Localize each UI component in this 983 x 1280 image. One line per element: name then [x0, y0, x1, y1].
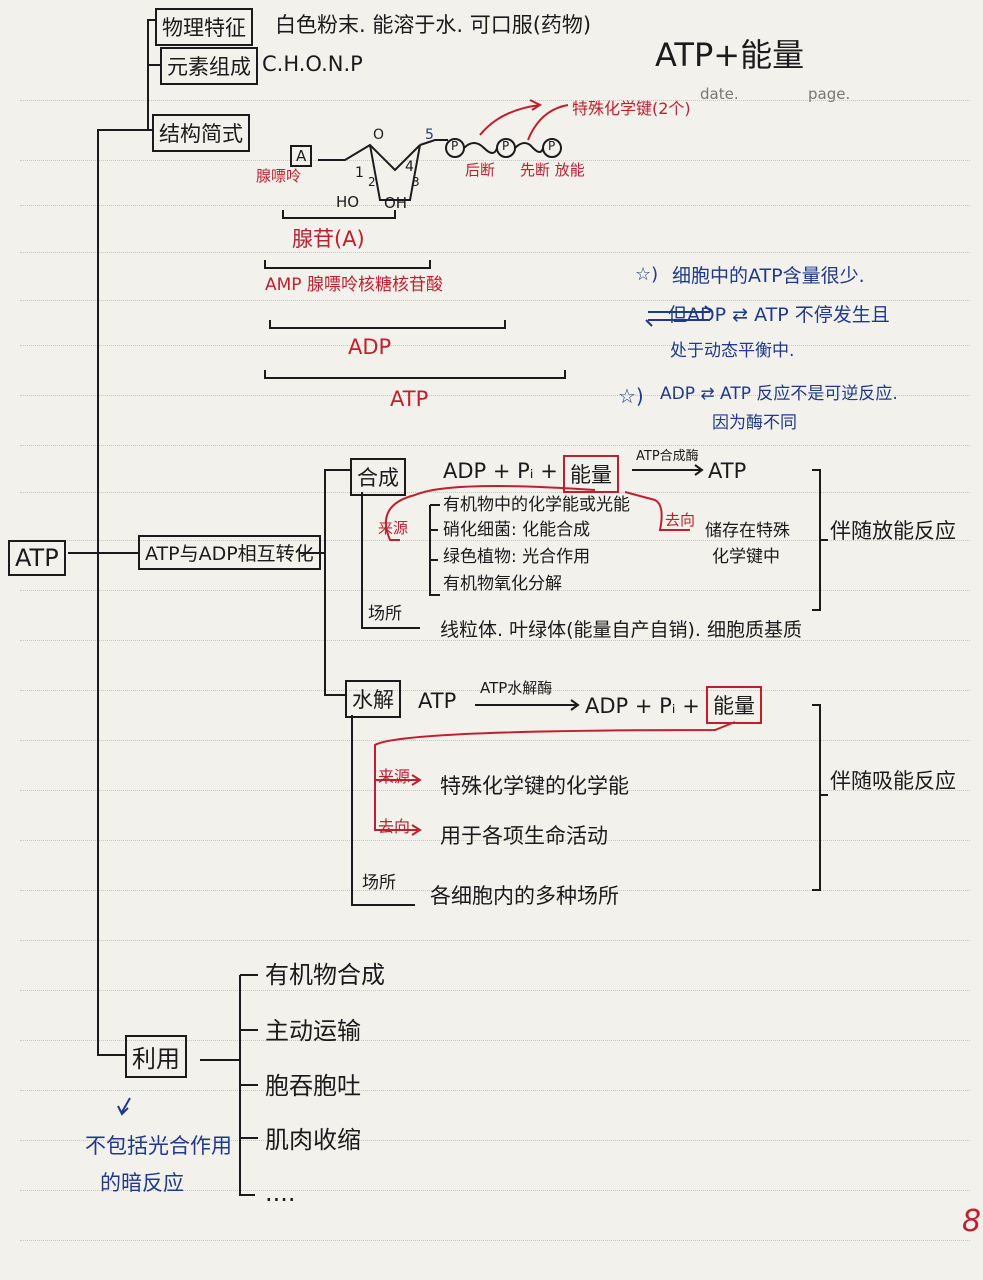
hydrolysis-site-label: 场所	[362, 873, 396, 893]
adenine-box: A	[290, 145, 313, 167]
hydrolysis-accompany: 伴随吸能反应	[830, 769, 956, 793]
amp-label: AMP 腺嘌呤核糖核苷酸	[265, 275, 443, 295]
synthesis-source-3: 绿色植物: 光合作用	[443, 547, 591, 567]
synthesis-source-label: 来源	[378, 519, 409, 537]
use-note-line2: 的暗反应	[100, 1171, 184, 1195]
atp-label: ATP	[390, 387, 429, 411]
physical-text: 白色粉末. 能溶于水. 可口服(药物)	[275, 13, 592, 37]
page-number: 8	[962, 1204, 982, 1239]
special-bond-note: 特殊化学键(2个)	[572, 99, 691, 118]
break-first: 先断 放能	[520, 161, 585, 179]
note1-line2: 但ADP ⇄ ATP 不停发生且	[668, 304, 890, 326]
synthesis-dest-2: 化学键中	[712, 547, 780, 567]
synthesis-product: ATP	[708, 459, 747, 483]
adenine-label: 腺嘌呤	[256, 167, 302, 185]
synthesis-node: 合成	[350, 458, 406, 496]
adenosine-label: 腺苷(A)	[292, 227, 365, 251]
carbon-4: 4	[405, 159, 414, 175]
synthesis-dest-1: 储存在特殊	[705, 521, 790, 541]
synthesis-enzyme: ATP合成酶	[636, 449, 699, 464]
note1-line1: 细胞中的ATP含量很少.	[672, 265, 865, 287]
synthesis-source-2: 硝化细菌: 化能合成	[443, 520, 591, 540]
date-label: date.	[700, 85, 739, 103]
use-item: 有机物合成	[265, 961, 385, 989]
use-note-line1: 不包括光合作用	[85, 1134, 232, 1158]
synthesis-energy: 能量	[563, 455, 619, 493]
elements-text: C.H.O.N.P	[262, 52, 363, 76]
page-label: page.	[808, 85, 851, 103]
use-item: 主动运输	[265, 1017, 361, 1045]
use-item: 胞吞胞吐	[265, 1072, 361, 1100]
phosphate-1: P	[451, 139, 459, 153]
hydrolysis-energy: 能量	[706, 686, 762, 724]
synthesis-dest-label: 去向	[665, 511, 696, 529]
page-title: ATP+能量	[655, 36, 805, 74]
elements-node: 元素组成	[160, 47, 258, 85]
hydrolysis-site: 各细胞内的多种场所	[430, 884, 619, 908]
synthesis-equation: ADP + Pᵢ +	[443, 459, 558, 483]
ring-oxygen: O	[373, 127, 385, 143]
hydrolysis-equation: ADP + Pᵢ +	[585, 694, 700, 718]
carbon-3: 3	[412, 175, 420, 189]
use-item: ....	[265, 1179, 296, 1207]
synthesis-source-1: 有机物中的化学能或光能	[443, 495, 630, 515]
star-icon: ☆)	[635, 264, 659, 285]
synthesis-site-label: 场所	[368, 604, 402, 624]
phosphate-2: P	[502, 139, 510, 153]
break-late: 后断	[465, 161, 496, 179]
root-node: ATP	[8, 540, 66, 576]
use-item: 肌肉收缩	[265, 1126, 361, 1154]
note1-line3: 处于动态平衡中.	[670, 341, 795, 361]
note2-line1: ADP ⇄ ATP 反应不是可逆反应.	[660, 384, 898, 404]
carbon-2: 2	[368, 175, 376, 189]
carbon-5: 5	[425, 127, 434, 143]
note2-line2: 因为酶不同	[712, 413, 797, 433]
hydrolysis-dest-label: 去向	[378, 817, 411, 836]
use-node: 利用	[125, 1035, 187, 1078]
synthesis-accompany: 伴随放能反应	[830, 519, 956, 543]
carbon-1: 1	[355, 165, 364, 181]
hydroxyl-2: HO	[336, 193, 360, 211]
hydrolysis-source: 特殊化学键的化学能	[440, 774, 629, 798]
hydrolysis-source-label: 来源	[378, 767, 411, 786]
hydrolysis-node: 水解	[345, 680, 401, 718]
synthesis-source-4: 有机物氧化分解	[443, 574, 562, 594]
hydrolysis-enzyme: ATP水解酶	[480, 679, 553, 697]
synthesis-site: 线粒体. 叶绿体(能量自产自销). 细胞质基质	[440, 619, 802, 641]
hydrolysis-dest: 用于各项生命活动	[440, 824, 608, 848]
phosphate-3: P	[548, 139, 556, 153]
star-icon: ☆)	[618, 384, 644, 408]
structure-node: 结构简式	[152, 114, 250, 152]
hydrolysis-reactant: ATP	[418, 689, 457, 713]
adp-label: ADP	[348, 335, 392, 359]
physical-node: 物理特征	[155, 8, 253, 46]
conversion-node: ATP与ADP相互转化	[138, 535, 321, 570]
hydroxyl-3: OH	[384, 194, 408, 212]
